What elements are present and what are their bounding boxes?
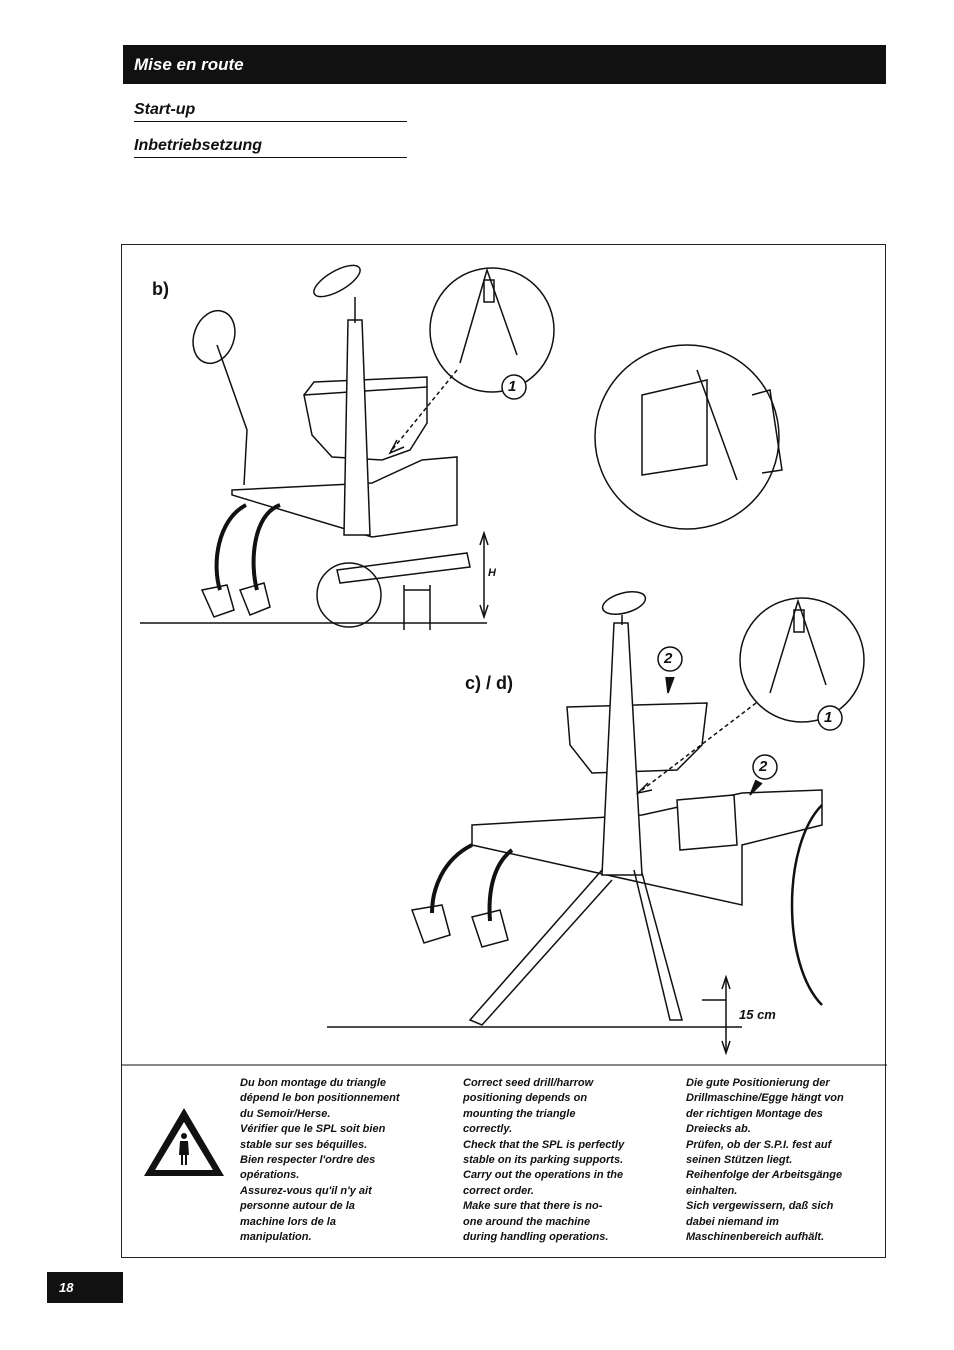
subtitle-german: Inbetriebsetzung <box>134 137 407 158</box>
callout-1: 1 <box>508 378 517 395</box>
page-number: 18 <box>47 1272 123 1303</box>
dimension-15cm: 15 cm <box>739 1007 776 1022</box>
machine-illustration <box>122 264 887 1066</box>
callout-2: 2 <box>759 758 768 775</box>
subtitle-english: Start-up <box>134 101 407 122</box>
figure-label-b: b) <box>152 279 169 299</box>
callout-1: 1 <box>824 709 833 726</box>
figure-box: b) c) / d) 1 1 2 2 H 15 cm <box>121 244 887 1258</box>
callout-2: 2 <box>664 650 673 667</box>
warning-triangle-icon <box>144 1108 224 1176</box>
dimension-h: H <box>488 567 496 579</box>
section-header: Mise en route <box>123 45 886 84</box>
figure-label-cd: c) / d) <box>465 673 513 693</box>
